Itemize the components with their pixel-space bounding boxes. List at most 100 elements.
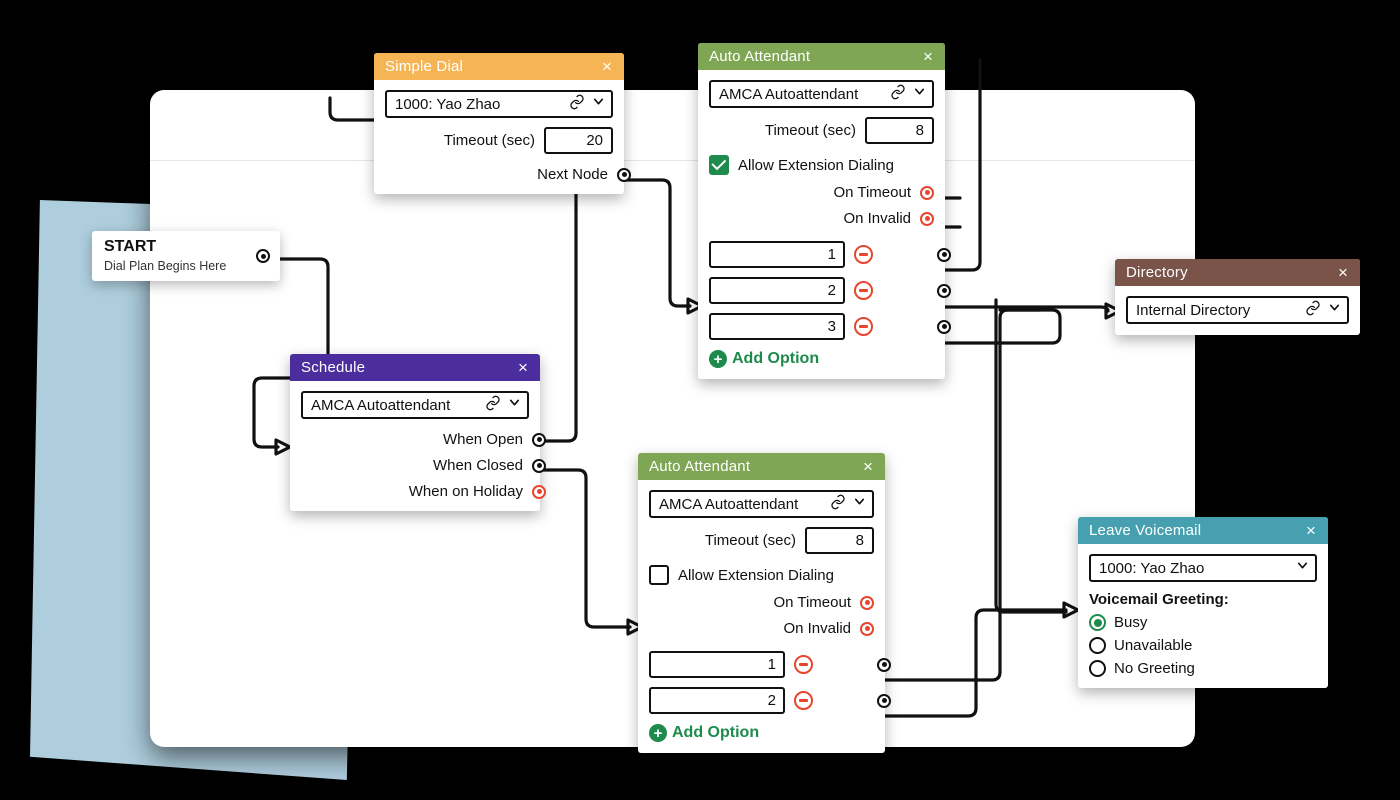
close-icon[interactable]: × xyxy=(602,57,612,76)
auto-attendant-bottom-header[interactable]: Auto Attendant × xyxy=(638,453,885,480)
greeting-option-no-greeting[interactable]: No Greeting xyxy=(1089,660,1317,677)
close-icon[interactable]: × xyxy=(923,47,933,66)
close-icon[interactable]: × xyxy=(1338,263,1348,282)
simple-dial-next-node-port[interactable] xyxy=(617,167,631,182)
node-auto-attendant-bottom[interactable]: Auto Attendant × AMCA Autoattendant Time… xyxy=(638,453,891,753)
chevron-down-icon[interactable] xyxy=(1296,559,1309,577)
auto-attendant-top-on-timeout-row: On Timeout xyxy=(709,184,934,201)
chevron-down-icon[interactable] xyxy=(592,95,605,113)
schedule-body: AMCA Autoattendant When Open When Closed xyxy=(290,381,546,511)
add-option-button[interactable]: + Add Option xyxy=(709,350,934,368)
auto-attendant-top-extension-row[interactable]: Allow Extension Dialing xyxy=(709,155,934,175)
close-icon[interactable]: × xyxy=(863,457,873,476)
remove-option-icon[interactable] xyxy=(794,691,813,710)
auto-attendant-bottom-timeout-row: Timeout (sec) 8 xyxy=(649,527,874,554)
option-output-port[interactable] xyxy=(877,693,891,708)
start-node[interactable]: START Dial Plan Begins Here xyxy=(92,231,280,281)
on-timeout-label: On Timeout xyxy=(833,184,911,201)
node-auto-attendant-top[interactable]: Auto Attendant × AMCA Autoattendant Time… xyxy=(698,43,951,379)
radio-no-greeting[interactable] xyxy=(1089,660,1106,677)
chevron-down-icon[interactable] xyxy=(508,396,521,414)
greeting-option-busy[interactable]: Busy xyxy=(1089,614,1317,631)
leave-voicemail-target-select[interactable]: 1000: Yao Zhao xyxy=(1089,554,1317,582)
when-holiday-port[interactable] xyxy=(532,484,546,499)
allow-extension-checkbox[interactable] xyxy=(709,155,729,175)
radio-unavailable[interactable] xyxy=(1089,637,1106,654)
option-row: 2 xyxy=(649,687,891,714)
radio-busy[interactable] xyxy=(1089,614,1106,631)
schedule-title: Schedule xyxy=(301,359,366,376)
node-directory[interactable]: Directory × Internal Directory xyxy=(1115,259,1360,335)
when-open-port[interactable] xyxy=(532,432,546,447)
schedule-target-select[interactable]: AMCA Autoattendant xyxy=(301,391,529,419)
remove-option-icon[interactable] xyxy=(854,281,873,300)
simple-dial-title: Simple Dial xyxy=(385,58,464,75)
option-output-port[interactable] xyxy=(937,247,951,262)
auto-attendant-bottom-on-invalid-row: On Invalid xyxy=(649,620,874,637)
option-output-port[interactable] xyxy=(937,283,951,298)
add-option-button[interactable]: + Add Option xyxy=(649,724,874,742)
start-output-port[interactable] xyxy=(256,249,270,263)
when-open-label: When Open xyxy=(442,431,523,448)
link-icon[interactable] xyxy=(569,94,585,115)
remove-option-icon[interactable] xyxy=(854,245,873,264)
auto-attendant-top-header[interactable]: Auto Attendant × xyxy=(698,43,945,70)
option-input[interactable]: 1 xyxy=(649,651,785,678)
schedule-header[interactable]: Schedule × xyxy=(290,354,540,381)
chevron-down-icon[interactable] xyxy=(1328,301,1341,319)
auto-attendant-bottom-extension-row[interactable]: Allow Extension Dialing xyxy=(649,565,874,585)
close-icon[interactable]: × xyxy=(1306,521,1316,540)
auto-attendant-bottom-timeout-input[interactable]: 8 xyxy=(805,527,874,554)
option-row: 1 xyxy=(649,651,891,678)
leave-voicemail-header[interactable]: Leave Voicemail × xyxy=(1078,517,1328,544)
on-invalid-label: On Invalid xyxy=(783,620,851,637)
directory-target-select[interactable]: Internal Directory xyxy=(1126,296,1349,324)
node-schedule[interactable]: Schedule × AMCA Autoattendant When Open xyxy=(290,354,546,511)
option-input[interactable]: 1 xyxy=(709,241,845,268)
allow-extension-checkbox[interactable] xyxy=(649,565,669,585)
on-timeout-label: On Timeout xyxy=(773,594,851,611)
simple-dial-timeout-input[interactable]: 20 xyxy=(544,127,613,154)
on-invalid-label: On Invalid xyxy=(843,210,911,227)
option-input[interactable]: 3 xyxy=(709,313,845,340)
simple-dial-target-value: 1000: Yao Zhao xyxy=(395,95,501,113)
link-icon[interactable] xyxy=(1305,300,1321,321)
when-closed-label: When Closed xyxy=(432,457,523,474)
schedule-target-value: AMCA Autoattendant xyxy=(311,396,451,414)
option-row: 3 xyxy=(709,313,951,340)
auto-attendant-top-title: Auto Attendant xyxy=(709,48,811,65)
link-icon[interactable] xyxy=(830,494,846,515)
directory-title: Directory xyxy=(1126,264,1188,281)
on-timeout-port[interactable] xyxy=(860,595,874,610)
auto-attendant-bottom-target-select[interactable]: AMCA Autoattendant xyxy=(649,490,874,518)
when-closed-port[interactable] xyxy=(532,458,546,473)
close-icon[interactable]: × xyxy=(518,358,528,377)
greeting-option-unavailable[interactable]: Unavailable xyxy=(1089,637,1317,654)
remove-option-icon[interactable] xyxy=(794,655,813,674)
simple-dial-next-node-label: Next Node xyxy=(537,166,608,183)
option-input[interactable]: 2 xyxy=(709,277,845,304)
chevron-down-icon[interactable] xyxy=(853,495,866,513)
on-invalid-port[interactable] xyxy=(920,211,934,226)
radio-busy-label: Busy xyxy=(1114,614,1148,631)
plus-icon: + xyxy=(649,724,667,742)
simple-dial-timeout-row: Timeout (sec) 20 xyxy=(385,127,613,154)
on-invalid-port[interactable] xyxy=(860,621,874,636)
option-output-port[interactable] xyxy=(937,319,951,334)
auto-attendant-bottom-on-timeout-row: On Timeout xyxy=(649,594,874,611)
simple-dial-header[interactable]: Simple Dial × xyxy=(374,53,624,80)
node-simple-dial[interactable]: Simple Dial × 1000: Yao Zhao Timeout (se… xyxy=(374,53,631,194)
link-icon[interactable] xyxy=(890,84,906,105)
on-timeout-port[interactable] xyxy=(920,185,934,200)
link-icon[interactable] xyxy=(485,395,501,416)
remove-option-icon[interactable] xyxy=(854,317,873,336)
option-input[interactable]: 2 xyxy=(649,687,785,714)
node-leave-voicemail[interactable]: Leave Voicemail × 1000: Yao Zhao Voicema… xyxy=(1078,517,1328,688)
simple-dial-target-select[interactable]: 1000: Yao Zhao xyxy=(385,90,613,118)
directory-header[interactable]: Directory × xyxy=(1115,259,1360,286)
auto-attendant-top-timeout-input[interactable]: 8 xyxy=(865,117,934,144)
leave-voicemail-body: 1000: Yao Zhao Voicemail Greeting: Busy … xyxy=(1078,544,1328,688)
auto-attendant-top-target-select[interactable]: AMCA Autoattendant xyxy=(709,80,934,108)
chevron-down-icon[interactable] xyxy=(913,85,926,103)
option-output-port[interactable] xyxy=(877,657,891,672)
